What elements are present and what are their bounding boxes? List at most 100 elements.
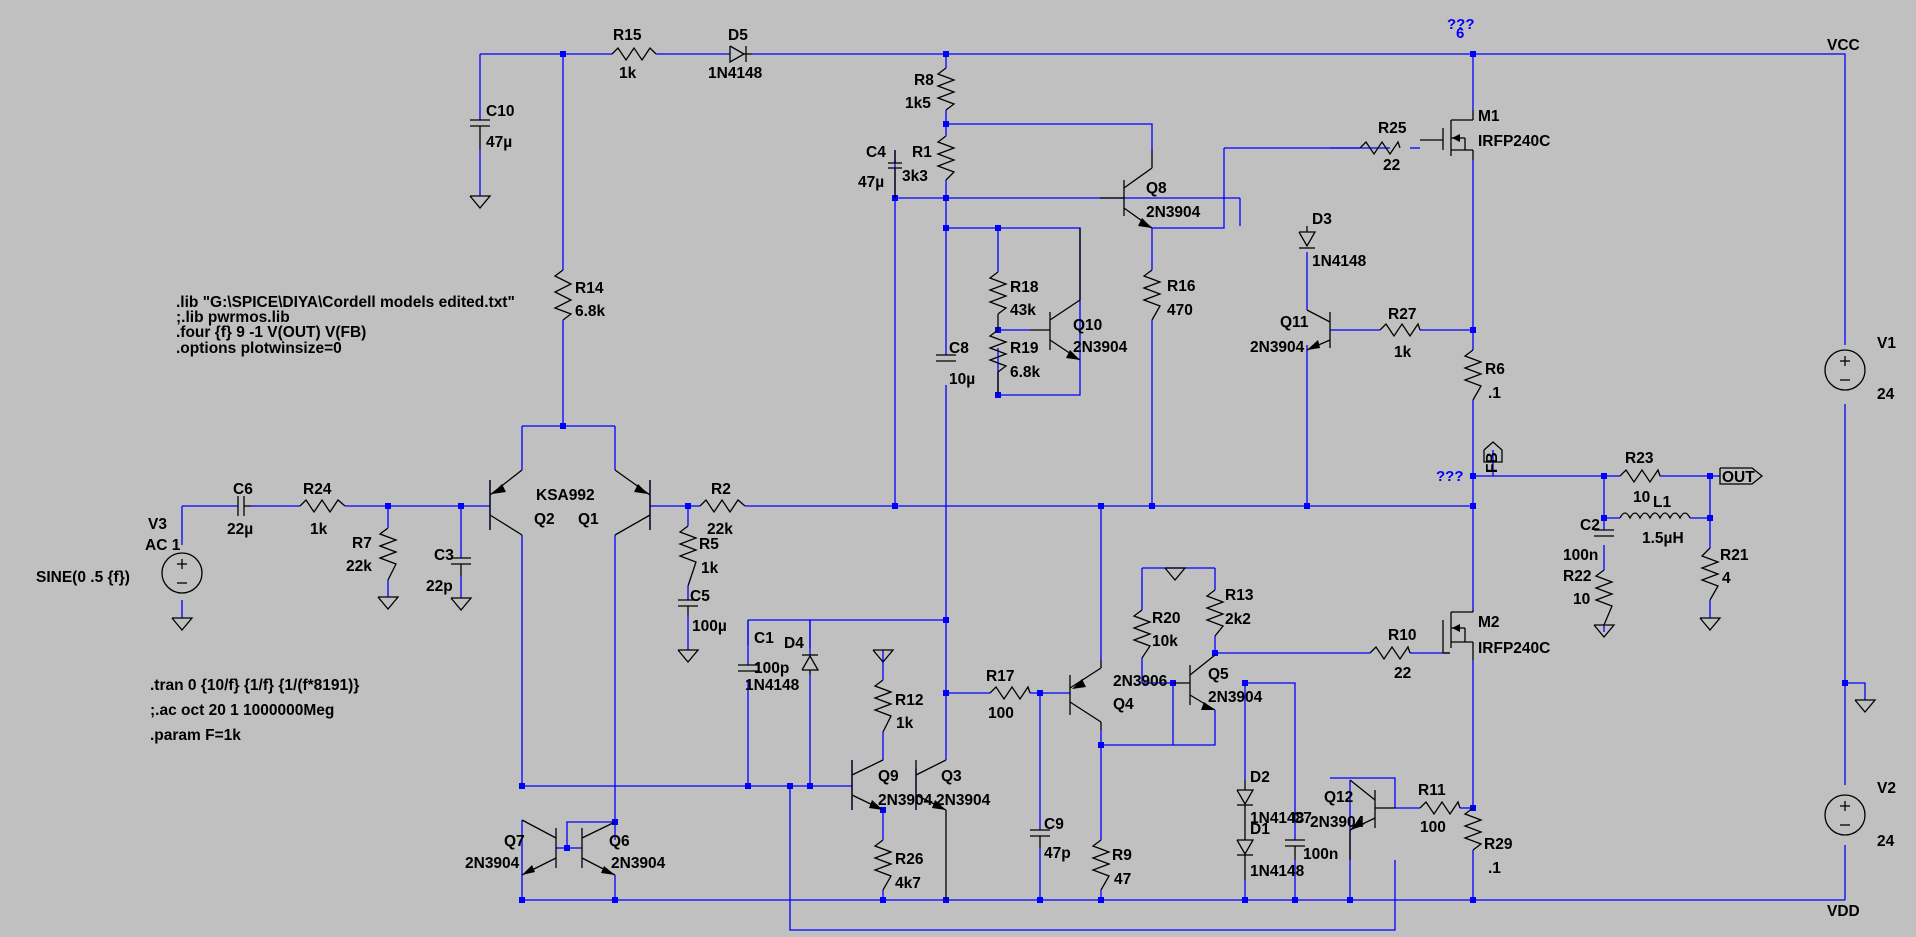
c1-value: 100p [754, 660, 789, 677]
r23-name: R23 [1625, 450, 1654, 467]
r25-value: 22 [1383, 157, 1400, 174]
r14-value: 6.8k [575, 303, 606, 320]
r24-value: 1k [310, 521, 328, 538]
r13-name: R13 [1225, 587, 1254, 604]
c9-name: C9 [1044, 816, 1064, 833]
r17-value: 100 [988, 705, 1014, 722]
d5-name: D5 [728, 27, 748, 44]
c4-value: 47µ [858, 174, 884, 191]
r29-name: R29 [1484, 836, 1513, 853]
directive-lib: .lib "G:\SPICE\DIYA\Cordell models edite… [176, 294, 515, 311]
r27-name: R27 [1388, 306, 1416, 323]
q9-name: Q9 [878, 768, 899, 785]
m1-value: IRFP240C [1478, 133, 1550, 150]
net-out: OUT [1722, 469, 1755, 486]
d4-value: 1N4148 [745, 677, 800, 694]
q12-value: 2N3904 [1310, 814, 1365, 831]
q8-value: 2N3904 [1146, 204, 1201, 221]
r8-value: 1k5 [905, 95, 931, 112]
r9-value: 47 [1114, 871, 1131, 888]
net-unknown-sub: 6 [1456, 25, 1464, 42]
r8-name: R8 [914, 72, 934, 89]
q12-name: Q12 [1324, 789, 1353, 806]
q11-value: 2N3904 [1250, 339, 1305, 356]
l1-name: L1 [1653, 494, 1671, 511]
symbols [161, 45, 1877, 900]
q11-name: Q11 [1280, 314, 1309, 331]
c6-name: C6 [233, 481, 253, 498]
r11-value: 100 [1420, 819, 1446, 836]
m2-name: M2 [1478, 614, 1500, 631]
r6-value: .1 [1488, 385, 1501, 402]
r20-name: R20 [1152, 610, 1180, 627]
r24-name: R24 [303, 481, 332, 498]
component-labels: R15 1k D5 1N4148 C10 47µ R8 1k5 R1 3k3 C… [36, 27, 1896, 892]
r27-value: 1k [1394, 344, 1412, 361]
c3-name: C3 [434, 547, 454, 564]
spice-directives: .lib "G:\SPICE\DIYA\Cordell models edite… [150, 294, 515, 744]
r2-value: 22k [707, 521, 733, 538]
r16-name: R16 [1167, 278, 1196, 295]
v3-value: AC 1 [145, 537, 181, 554]
wires [181, 53, 1866, 931]
r21-name: R21 [1720, 547, 1749, 564]
c3-value: 22p [426, 578, 453, 595]
d5-value: 1N4148 [708, 65, 763, 82]
directive-ac: ;.ac oct 20 1 1000000Meg [150, 702, 334, 719]
r12-value: 1k [896, 715, 914, 732]
q7-name: Q7 [504, 833, 525, 850]
c10-name: C10 [486, 103, 514, 120]
q4-name: Q4 [1113, 696, 1134, 713]
c6-value: 22µ [227, 521, 253, 538]
r29-value: .1 [1488, 860, 1501, 877]
v3-name: V3 [148, 516, 167, 533]
r14-name: R14 [575, 280, 604, 297]
r18-name: R18 [1010, 279, 1039, 296]
r11-name: R11 [1418, 782, 1446, 799]
c9-value: 47p [1044, 845, 1071, 862]
d2-value: 1N4148 [1250, 810, 1305, 827]
r18-value: 43k [1010, 302, 1036, 319]
m2-value: IRFP240C [1478, 640, 1550, 657]
d2-name: D2 [1250, 769, 1270, 786]
q7-value: 2N3904 [465, 855, 520, 872]
v2-value: 24 [1877, 833, 1895, 850]
r1-value: 3k3 [902, 168, 928, 185]
d3-name: D3 [1312, 211, 1332, 228]
c10-value: 47µ [486, 134, 512, 151]
r10-value: 22 [1394, 665, 1411, 682]
q6-value: 2N3904 [611, 855, 666, 872]
r13-value: 2k2 [1225, 611, 1251, 628]
v1-name: V1 [1877, 335, 1896, 352]
v1-value: 24 [1877, 386, 1895, 403]
r23-value: 10 [1633, 489, 1650, 506]
q4-value: 2N3906 [1113, 673, 1168, 690]
q10-value: 2N3904 [1073, 339, 1128, 356]
d3-value: 1N4148 [1312, 253, 1367, 270]
r5-name: R5 [699, 536, 719, 553]
d1-value: 1N4148 [1250, 863, 1305, 880]
r2-name: R2 [711, 481, 731, 498]
net-labels: VCC VDD OUT FB ??? 6 ??? [1436, 16, 1860, 920]
directive-four: .four {f} 9 -1 V(OUT) V(FB) [176, 324, 366, 341]
q5-value: 2N3904 [1208, 689, 1263, 706]
r19-value: 6.8k [1010, 364, 1041, 381]
m1-name: M1 [1478, 108, 1500, 125]
l1-value: 1.5µH [1642, 530, 1684, 547]
c5-name: C5 [690, 588, 710, 605]
r7-value: 22k [346, 558, 372, 575]
r16-value: 470 [1167, 302, 1193, 319]
q3-name: Q3 [941, 768, 962, 785]
c8-value: 10µ [949, 371, 975, 388]
c7-value: 100n [1303, 846, 1338, 863]
r12-name: R12 [895, 692, 923, 709]
q3-value: 2N3904 [936, 792, 991, 809]
junctions [385, 51, 1848, 903]
c7-name: C7 [1292, 810, 1312, 827]
c8-name: C8 [949, 340, 969, 357]
r9-name: R9 [1112, 847, 1132, 864]
c2-name: C2 [1580, 517, 1600, 534]
c2-value: 100n [1563, 547, 1598, 564]
qpair-value: KSA992 [536, 487, 595, 504]
